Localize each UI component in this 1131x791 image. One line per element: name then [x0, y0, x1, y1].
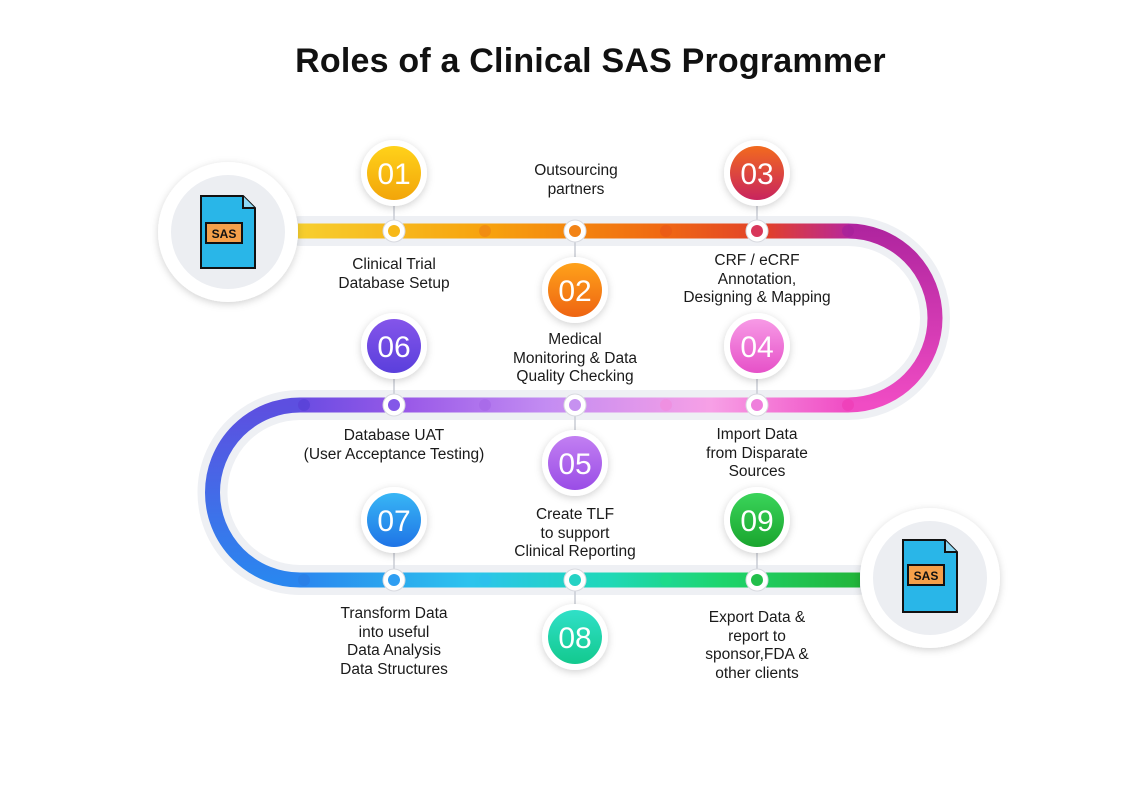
track-node: [563, 568, 587, 592]
label-crf-ecrf: CRF / eCRF Annotation, Designing & Mappi…: [683, 252, 831, 306]
track-dot: [660, 225, 672, 237]
page-title: Roles of a Clinical SAS Programmer: [295, 42, 886, 80]
badge-01: 01: [361, 140, 427, 206]
sas-file-icon: SAS: [200, 195, 256, 269]
label-outsourcing-partners: Outsourcing partners: [534, 162, 618, 198]
badge-04: 04: [724, 313, 790, 379]
end-node: SAS: [860, 508, 1000, 648]
track-node: [745, 568, 769, 592]
label-import-data: Import Data from Disparate Sources: [706, 426, 808, 480]
badge-number: 01: [377, 158, 410, 191]
track-node: [382, 568, 406, 592]
badge-03: 03: [724, 140, 790, 206]
label-database-uat: Database UAT (User Acceptance Testing): [303, 427, 485, 463]
track-node: [745, 393, 769, 417]
track-dot: [842, 225, 854, 237]
badge-09: 09: [724, 487, 790, 553]
track-dot: [660, 399, 672, 411]
track-right-curve: [847, 223, 943, 413]
label-create-tlf: Create TLF to support Clinical Reporting: [514, 506, 636, 560]
track-node: [382, 393, 406, 417]
track-node: [745, 219, 769, 243]
track-dot: [479, 225, 491, 237]
badge-05: 05: [542, 430, 608, 496]
track-node: [563, 219, 587, 243]
track-dot: [298, 399, 310, 411]
badge-number: 05: [558, 448, 591, 481]
track-node: [563, 393, 587, 417]
label-transform-data: Transform Data into useful Data Analysis…: [340, 605, 448, 678]
badges: 01 02 03 04 05 06 07: [361, 140, 790, 670]
start-node: SAS: [158, 162, 298, 302]
sas-file-icon: SAS: [902, 539, 958, 613]
label-medical-monitoring: Medical Monitoring & Data Quality Checki…: [512, 331, 638, 385]
track-left-curve: [205, 397, 301, 588]
badge-07: 07: [361, 487, 427, 553]
badge-number: 04: [740, 331, 773, 364]
badge-number: 02: [558, 275, 591, 308]
sas-file-label: SAS: [212, 227, 237, 241]
badge-08: 08: [542, 604, 608, 670]
track-dots: [298, 225, 854, 586]
track-dot: [479, 574, 491, 586]
sas-file-label: SAS: [914, 569, 939, 583]
track-dot: [298, 574, 310, 586]
badge-number: 09: [740, 505, 773, 538]
badge-number: 03: [740, 158, 773, 191]
label-export-data: Export Data & report to sponsor,FDA & ot…: [705, 609, 809, 682]
track-dot: [660, 574, 672, 586]
badge-06: 06: [361, 313, 427, 379]
track-nodes: [382, 219, 769, 592]
badge-number: 08: [558, 622, 591, 655]
badge-number: 06: [377, 331, 410, 364]
badge-02-top: 02: [542, 257, 608, 323]
track-node: [382, 219, 406, 243]
badge-number: 07: [377, 505, 410, 538]
label-clinical-trial-database-setup: Clinical Trial Database Setup: [338, 256, 450, 292]
track-dot: [479, 399, 491, 411]
track-dot: [842, 399, 854, 411]
